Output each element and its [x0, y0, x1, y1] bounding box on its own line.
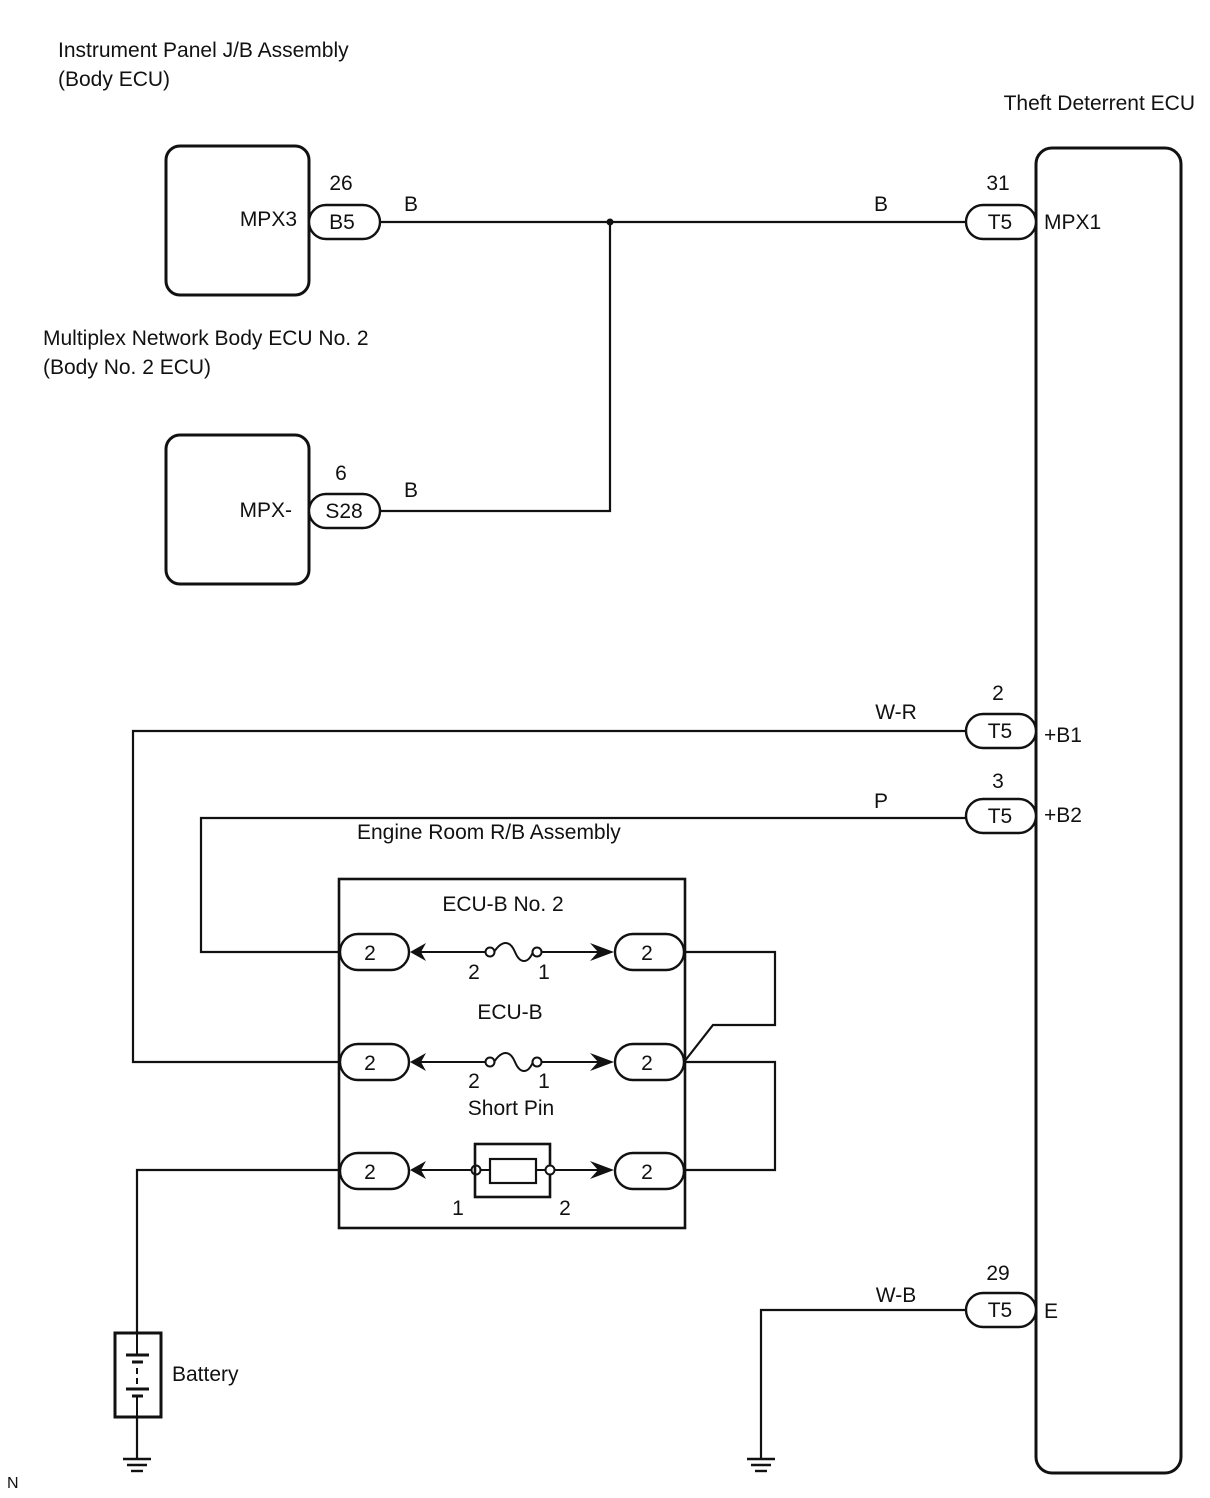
wire-color-ground: W-B [876, 1284, 916, 1307]
wire-color-mpx-lower: B [404, 479, 418, 502]
corner-mark: N [7, 1475, 19, 1492]
fuse-ecu-b-no2-conn-left-pin: 2 [364, 942, 376, 965]
fuse-ecu-b-no2-pin-left: 2 [468, 961, 480, 984]
wire-bus-upper [683, 950, 777, 1063]
fuse-ecu-b-no2-symbol [410, 942, 614, 962]
wire-color-b2: P [874, 790, 888, 813]
short-pin-pin-left: 1 [452, 1197, 464, 1220]
theft-ecu-terminal-b2: +B2 [1044, 804, 1082, 827]
connector-t5-mpx1 [964, 203, 1038, 241]
connector-t5-mpx1-pin: 31 [986, 172, 1009, 195]
connector-t5-b2 [964, 797, 1038, 835]
wire-b1 [131, 729, 966, 1064]
connector-t5-mpx1-code: T5 [988, 211, 1013, 234]
body-no2-ecu-terminal-mpx: MPX- [240, 499, 293, 522]
fuse-ecu-b-pin-left: 2 [468, 1070, 480, 1093]
body-ecu-subtitle: (Body ECU) [58, 68, 170, 91]
connector-t5-e-code: T5 [988, 1299, 1013, 1322]
short-pin-pin-right: 2 [559, 1197, 571, 1220]
theft-ecu-terminal-b1: +B1 [1044, 724, 1082, 747]
wire-battery [135, 1168, 340, 1333]
connector-s28-pin: 6 [335, 462, 347, 485]
connector-b5-pin: 26 [329, 172, 352, 195]
engine-room-rb-title: Engine Room R/B Assembly [357, 821, 621, 844]
fuse-ecu-b-no2-conn-left [338, 932, 411, 972]
connector-t5-b1-code: T5 [988, 720, 1013, 743]
wire-bus-lower [684, 1060, 777, 1172]
wire-splice-point [606, 218, 614, 226]
connector-s28-code: S28 [325, 500, 362, 523]
fuse-ecu-b-no2-label: ECU-B No. 2 [442, 893, 563, 916]
body-no2-ecu-subtitle: (Body No. 2 ECU) [43, 356, 211, 379]
theft-ecu-terminal-e: E [1044, 1300, 1058, 1323]
fuse-ecu-b-no2-conn-right-pin: 2 [641, 942, 653, 965]
connector-t5-b1-pin: 2 [992, 682, 1004, 705]
short-pin-conn-left-pin: 2 [364, 1161, 376, 1184]
battery-label: Battery [172, 1363, 239, 1386]
fuse-ecu-b-conn-left [338, 1042, 411, 1082]
ground-icon-ecu [747, 1457, 775, 1473]
ground-icon-battery [123, 1457, 151, 1473]
fuse-ecu-b-label: ECU-B [477, 1001, 542, 1024]
wire-b2 [199, 816, 966, 954]
fuse-ecu-b-no2-pin-right: 1 [538, 961, 550, 984]
connector-t5-b2-code: T5 [988, 805, 1013, 828]
fuse-ecu-b-conn-right-pin: 2 [641, 1052, 653, 1075]
fuse-ecu-b-symbol [410, 1052, 614, 1072]
fuse-ecu-b-conn-left-pin: 2 [364, 1052, 376, 1075]
theft-ecu-terminal-mpx1: MPX1 [1044, 211, 1101, 234]
connector-b5-code: B5 [329, 211, 355, 234]
theft-ecu-title: Theft Deterrent ECU [1004, 92, 1195, 115]
body-no2-ecu-title: Multiplex Network Body ECU No. 2 [43, 327, 369, 350]
connector-t5-b2-pin: 3 [992, 770, 1004, 793]
wire-color-b1: W-R [875, 701, 917, 724]
body-ecu-terminal-mpx3: MPX3 [240, 208, 297, 231]
battery-symbol [113, 1331, 163, 1419]
wire-color-mpx-left: B [404, 193, 418, 216]
wire-mpx-lower [380, 222, 612, 513]
short-pin-symbol [410, 1142, 614, 1199]
connector-t5-e-pin: 29 [986, 1262, 1009, 1285]
short-pin-label: Short Pin [468, 1097, 554, 1120]
body-ecu-title: Instrument Panel J/B Assembly [58, 39, 349, 62]
wire-color-mpx-right: B [874, 193, 888, 216]
short-pin-conn-right-pin: 2 [641, 1161, 653, 1184]
fuse-ecu-b-pin-right: 1 [538, 1070, 550, 1093]
wire-ground-e [759, 1308, 966, 1458]
